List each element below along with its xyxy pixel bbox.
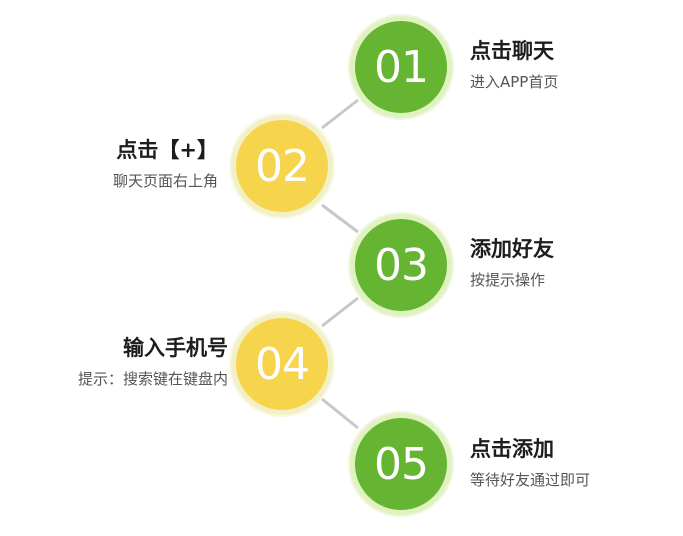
step-02-label: 点击【+】 聊天页面右上角 (113, 137, 218, 191)
step-02-subtitle: 聊天页面右上角 (112, 172, 218, 190)
step-04-title: 输入手机号 (123, 336, 228, 360)
step-01-label: 点击聊天 进入APP首页 (470, 38, 558, 92)
step-02-title: 点击【+】 (116, 138, 218, 162)
step-05-number: 05 (374, 438, 429, 490)
step-03-circle: 03 (355, 219, 447, 311)
step-05-subtitle: 等待好友通过即可 (470, 471, 591, 489)
step-02-number: 02 (255, 140, 310, 192)
step-03-subtitle: 按提示操作 (470, 271, 546, 289)
connector-01-02 (321, 98, 359, 130)
step-04-label: 输入手机号 提示：搜索键在键盘内 (78, 335, 228, 389)
step-03-label: 添加好友 按提示操作 (470, 236, 554, 290)
step-01-circle: 01 (355, 21, 447, 113)
connector-02-03 (321, 203, 359, 234)
step-03-number: 03 (374, 239, 429, 291)
step-01-number: 01 (374, 41, 429, 93)
step-05-label: 点击添加 等待好友通过即可 (470, 436, 590, 490)
step-05-title: 点击添加 (470, 437, 554, 461)
step-02-circle: 02 (236, 120, 328, 212)
step-04-number: 04 (255, 338, 310, 390)
connector-03-04 (321, 296, 359, 328)
step-04-subtitle: 提示：搜索键在键盘内 (77, 370, 228, 388)
step-04-circle: 04 (236, 318, 328, 410)
step-05-circle: 05 (355, 418, 447, 510)
step-01-title: 点击聊天 (470, 39, 554, 63)
step-01-subtitle: 进入APP首页 (470, 73, 559, 91)
step-03-title: 添加好友 (470, 237, 554, 261)
connector-04-05 (321, 397, 359, 430)
